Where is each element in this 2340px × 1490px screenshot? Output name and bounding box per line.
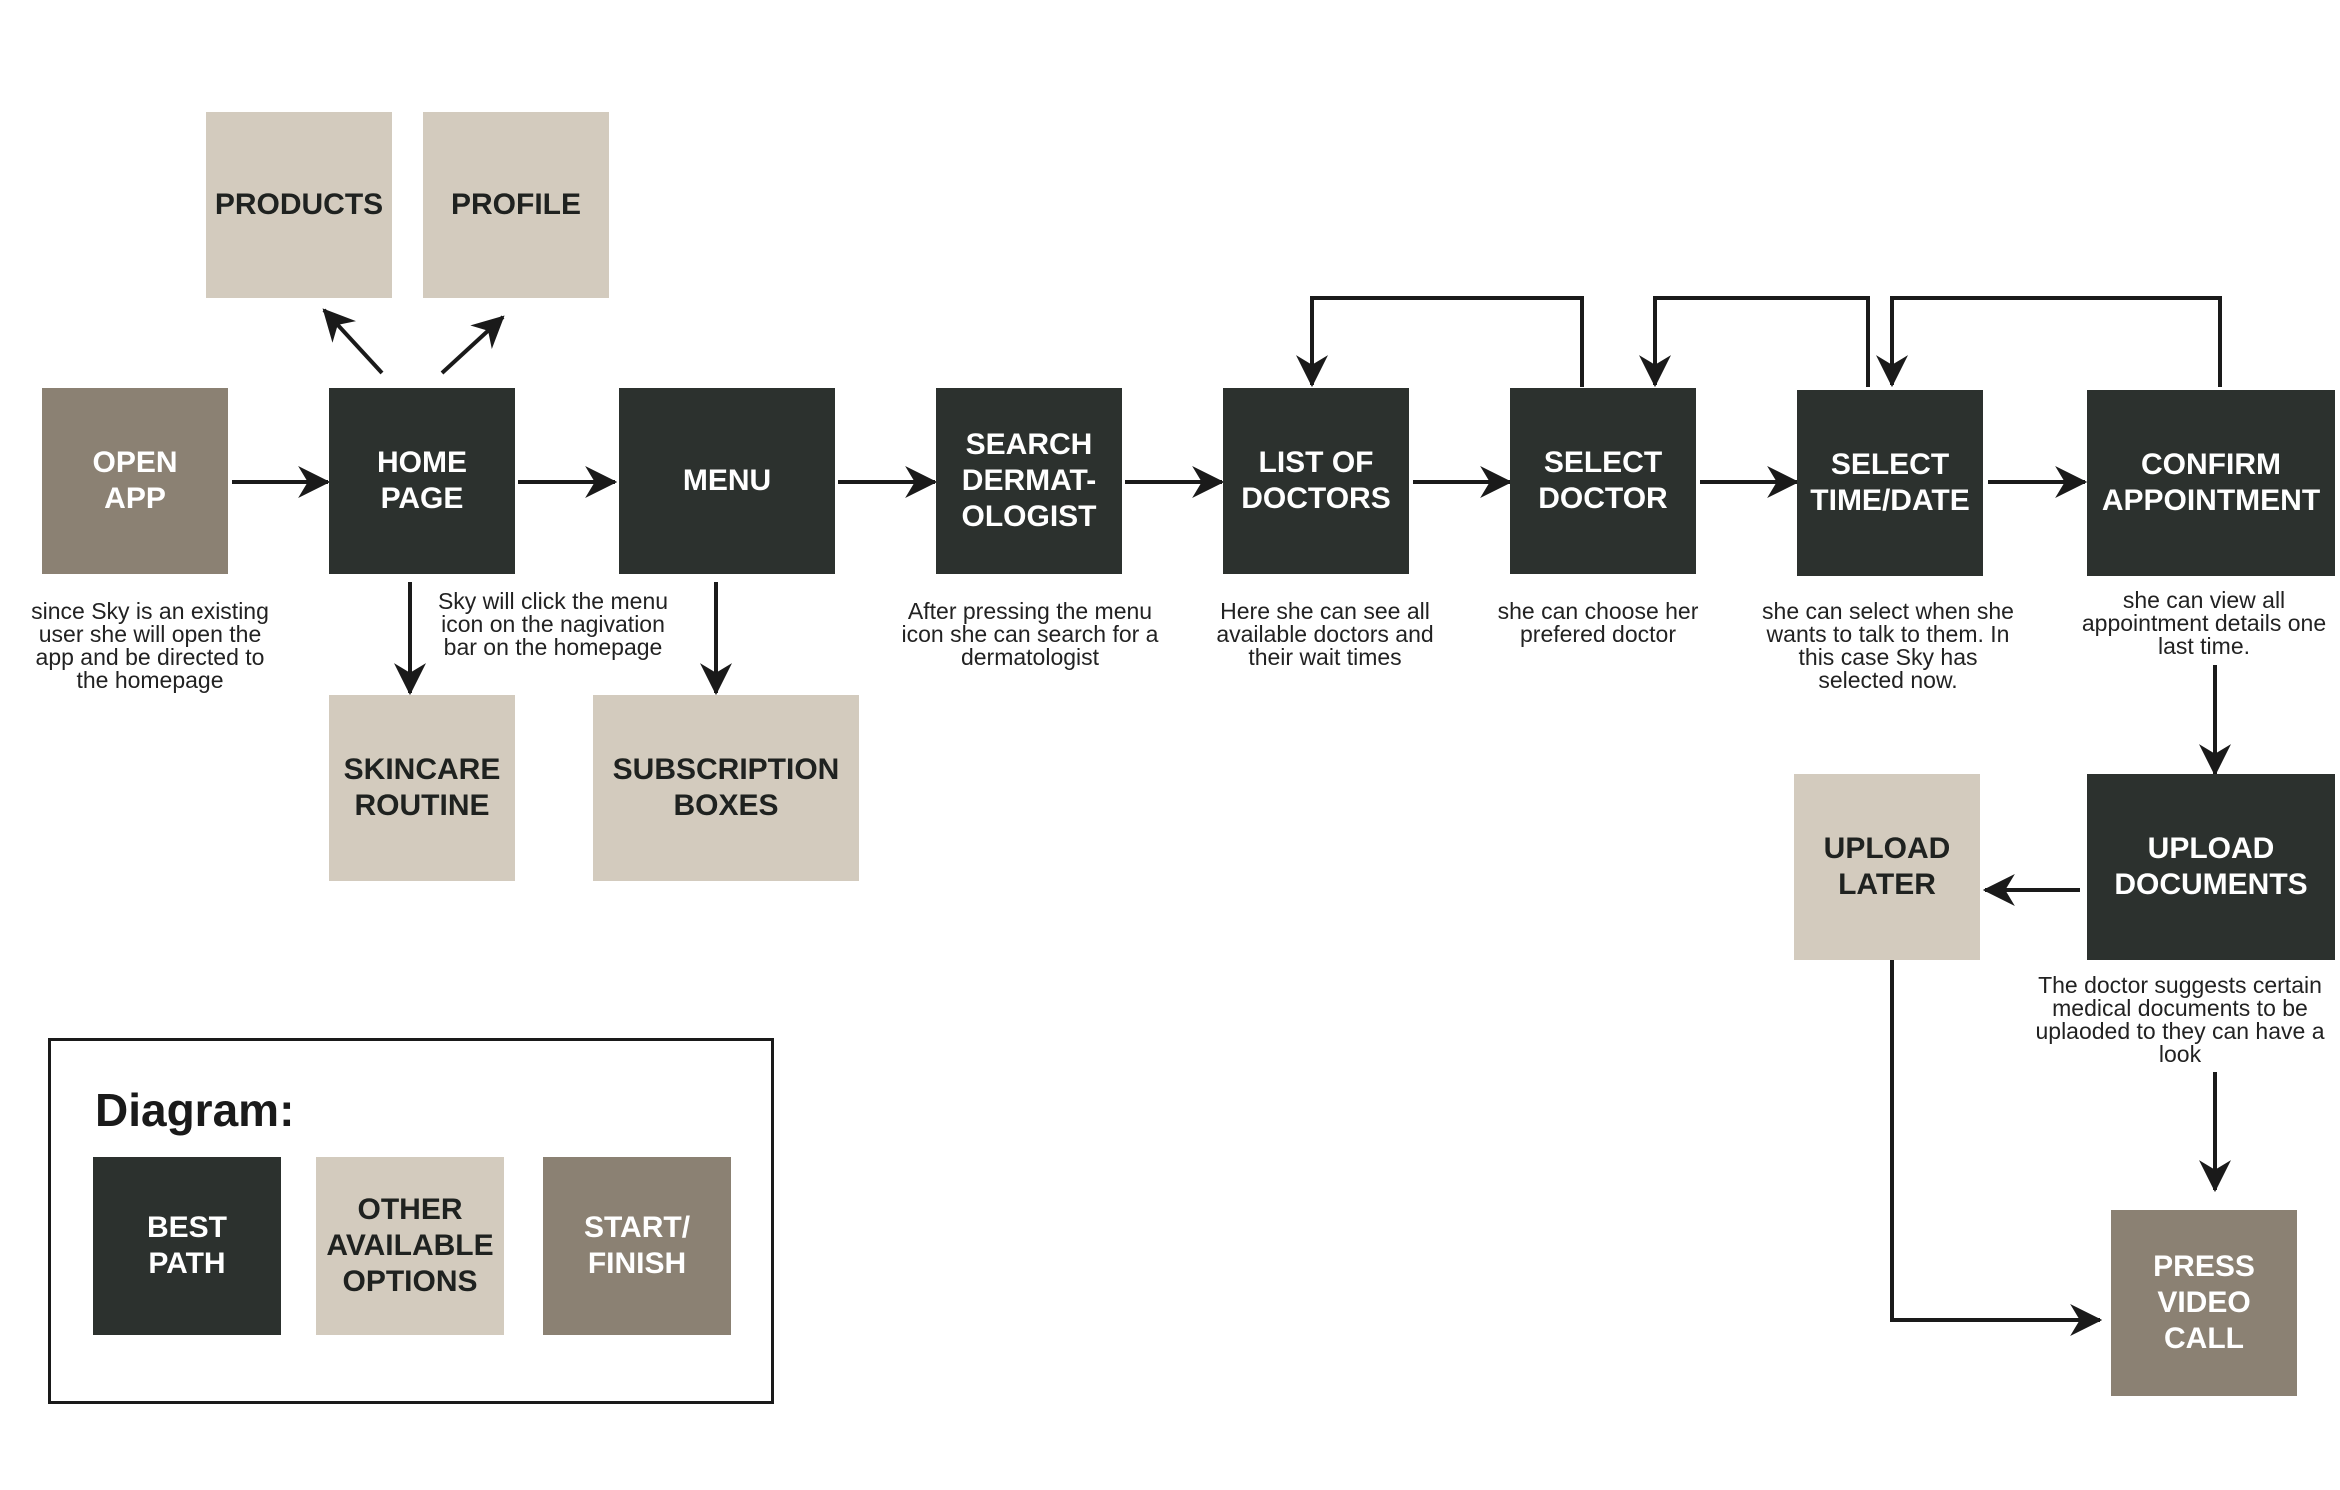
note-search: After pressing the menu icon she can sea… bbox=[901, 598, 1159, 670]
legend-title: Diagram: bbox=[95, 1084, 295, 1136]
legend-start-finish: START/ FINISH bbox=[543, 1157, 731, 1335]
note-select-time: she can select when she wants to talk to… bbox=[1762, 598, 2014, 693]
legend: Diagram: BEST PATH OTHER AVAILABLE OPTIO… bbox=[48, 1038, 774, 1404]
node-upload-documents: UPLOAD DOCUMENTS bbox=[2087, 774, 2335, 960]
node-confirm-appointment: CONFIRM APPOINTMENT bbox=[2087, 390, 2335, 576]
node-products: PRODUCTS bbox=[206, 112, 392, 298]
note-open-app: since Sky is an existing user she will o… bbox=[31, 598, 269, 693]
node-open-app: OPEN APP bbox=[42, 388, 228, 574]
loop-confirm-to-time bbox=[1876, 296, 2222, 388]
note-confirm: she can view all appointment details one… bbox=[2081, 587, 2327, 659]
note-upload-documents: The doctor suggests certain medical docu… bbox=[2035, 972, 2325, 1067]
loop-time-to-select bbox=[1639, 296, 1870, 388]
note-select-doctor: she can choose her prefered doctor bbox=[1497, 598, 1699, 647]
arrow-home-to-profile bbox=[440, 315, 505, 375]
arrow-later-to-video bbox=[1890, 960, 2103, 1336]
node-select-doctor: SELECT DOCTOR bbox=[1510, 388, 1696, 574]
node-select-time-date: SELECT TIME/DATE bbox=[1797, 390, 1983, 576]
note-home-page: Sky will click the menu icon on the nagi… bbox=[437, 588, 669, 660]
node-subscription-boxes: SUBSCRIPTION BOXES bbox=[593, 695, 859, 881]
arrow-home-to-products bbox=[322, 308, 384, 375]
note-list-of-doctors: Here she can see all available doctors a… bbox=[1216, 598, 1434, 670]
node-profile: PROFILE bbox=[423, 112, 609, 298]
node-menu: MENU bbox=[619, 388, 835, 574]
loop-select-to-list bbox=[1296, 296, 1584, 388]
node-list-of-doctors: LIST OF DOCTORS bbox=[1223, 388, 1409, 574]
legend-other-options: OTHER AVAILABLE OPTIONS bbox=[316, 1157, 504, 1335]
legend-best-path: BEST PATH bbox=[93, 1157, 281, 1335]
node-upload-later: UPLOAD LATER bbox=[1794, 774, 1980, 960]
node-press-video-call: PRESS VIDEO CALL bbox=[2111, 1210, 2297, 1396]
node-home-page: HOME PAGE bbox=[329, 388, 515, 574]
node-search-dermatologist: SEARCH DERMAT- OLOGIST bbox=[936, 388, 1122, 574]
node-skincare-routine: SKINCARE ROUTINE bbox=[329, 695, 515, 881]
